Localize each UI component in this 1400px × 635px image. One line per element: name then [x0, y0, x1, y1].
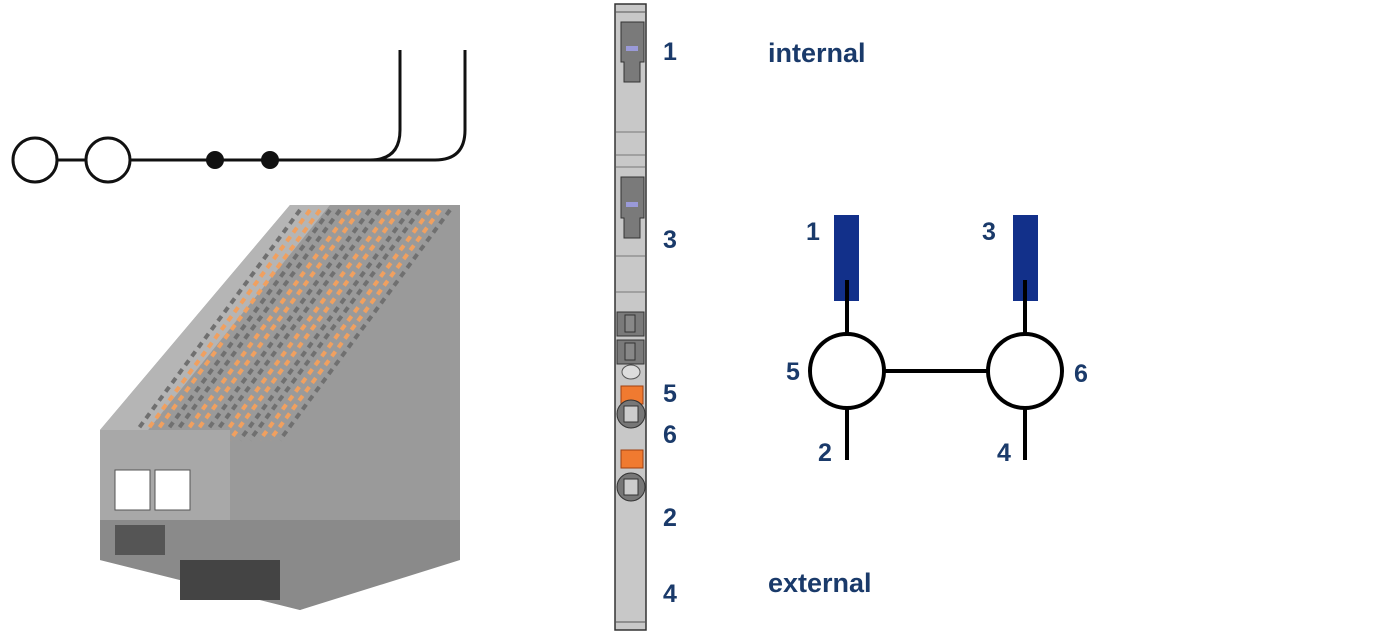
schematic-label-1: 1 — [806, 218, 820, 246]
terminal-ridge — [188, 208, 362, 442]
contact-5-circle — [808, 332, 886, 410]
terminal-circle — [11, 136, 59, 184]
terminal-circle — [84, 136, 132, 184]
zone-label-external: external — [768, 568, 872, 598]
terminal-ridge — [168, 208, 342, 442]
zone-label-internal: internal — [768, 38, 866, 68]
schematic-label-4: 4 — [997, 439, 1011, 467]
wiring-symbol — [11, 50, 467, 184]
terminal-ridge — [148, 208, 322, 442]
terminal-ridge — [258, 208, 432, 442]
terminal-ridge — [128, 208, 302, 442]
schematic-label-2: 2 — [818, 439, 832, 467]
strip-label-1: 1 — [663, 38, 677, 66]
terminal-ridge — [158, 208, 332, 442]
schematic-label-3: 3 — [982, 218, 996, 246]
strip-label-5: 5 — [663, 380, 677, 408]
strip-label-4: 4 — [663, 580, 677, 608]
terminal-block-photo — [100, 205, 460, 610]
strip-label-3: 3 — [663, 226, 677, 254]
terminal-strip-side-view — [614, 3, 647, 631]
terminal-ridge — [208, 208, 382, 442]
terminal-ridge — [228, 208, 402, 442]
contact-6-circle — [986, 332, 1064, 410]
schematic-label-6: 6 — [1074, 360, 1088, 388]
terminal-ridge — [278, 208, 452, 442]
terminal-ridge — [138, 208, 312, 442]
schematic-label-5: 5 — [786, 358, 800, 386]
terminal-ridge — [198, 208, 372, 442]
terminal-ridge — [178, 208, 352, 442]
terminal-ridge — [268, 208, 442, 442]
strip-label-6: 6 — [663, 421, 677, 449]
terminal-ridge — [218, 208, 392, 442]
junction-dot — [261, 151, 279, 169]
terminal-ridge — [248, 208, 422, 442]
junction-dot — [206, 151, 224, 169]
schematic: 1 3 5 6 2 4 — [786, 215, 1088, 467]
strip-label-2: 2 — [663, 504, 677, 532]
terminal-ridge — [238, 208, 412, 442]
